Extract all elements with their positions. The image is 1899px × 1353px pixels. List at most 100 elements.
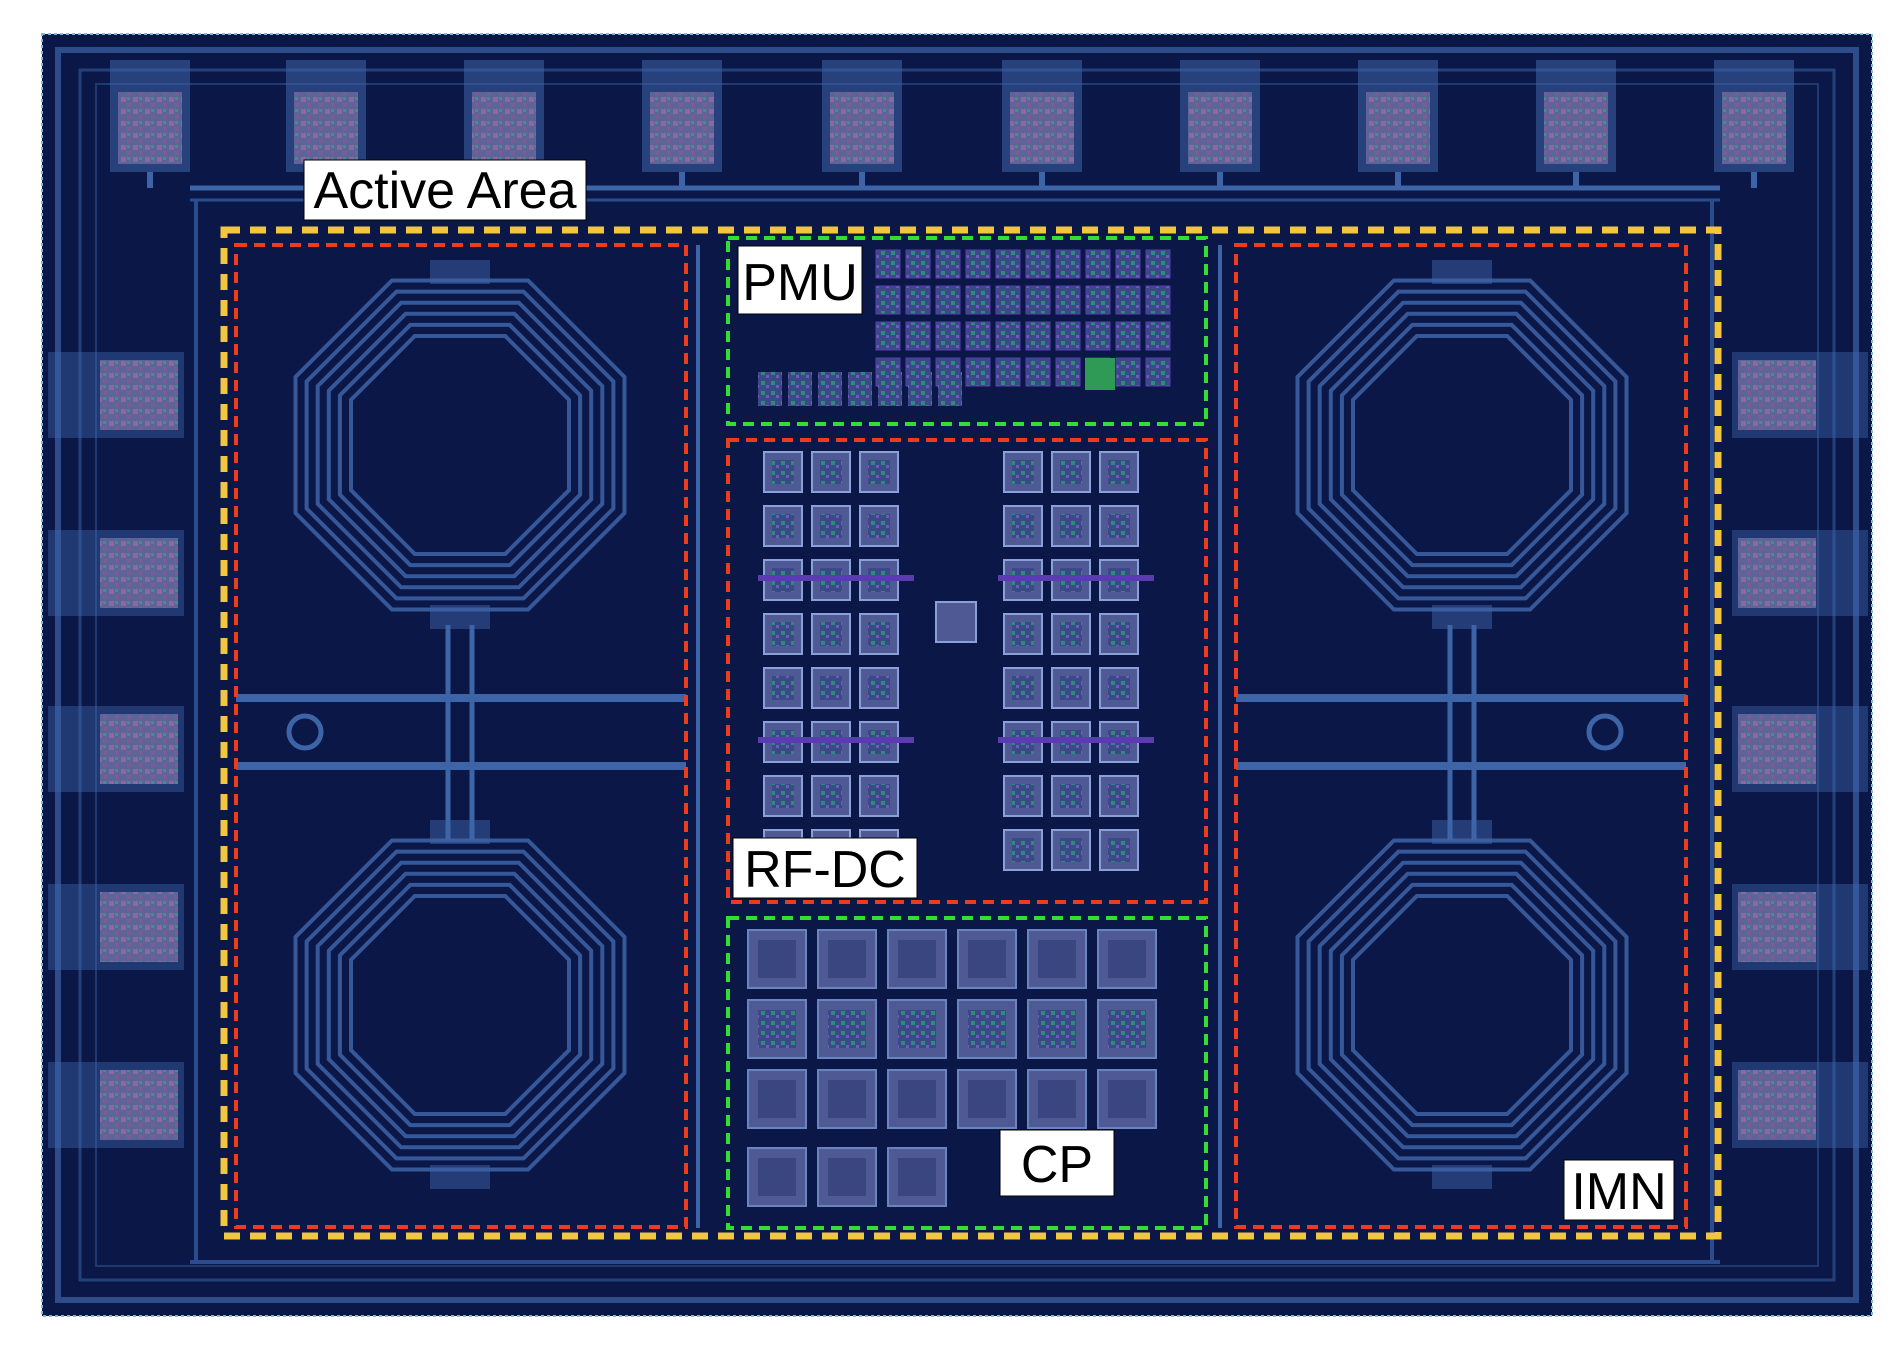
inductor-turn — [304, 289, 616, 601]
pmu-cell — [905, 321, 931, 351]
inductor-turn — [1306, 849, 1618, 1161]
bond-pad-top — [830, 92, 894, 164]
rectifier-cell-core — [1060, 622, 1082, 646]
cp-cell-core — [1038, 1080, 1076, 1118]
bond-pad-right — [1738, 1070, 1816, 1140]
pmu-cell — [1145, 249, 1171, 279]
pmu-cell — [965, 357, 991, 387]
rectifier-cell-core — [1060, 460, 1082, 484]
pmu-cell — [875, 321, 901, 351]
rectifier-cell-core — [772, 676, 794, 700]
bond-pad-left — [100, 714, 178, 784]
rectifier-cell-core — [1108, 838, 1130, 862]
seal-ring — [55, 47, 1859, 1303]
rectifier-cell — [1099, 451, 1139, 493]
pmu-cell — [965, 285, 991, 315]
interconnect-wiring — [236, 245, 1686, 1228]
inductor-turn — [1306, 289, 1618, 601]
inductor-underpass — [1432, 605, 1492, 629]
bond-pad-left — [100, 538, 178, 608]
inductor-turn — [337, 322, 583, 568]
pmu-cell — [1055, 357, 1081, 387]
inductor-turn — [315, 300, 605, 590]
bond-pad-right — [1738, 714, 1816, 784]
cp-cells — [747, 929, 1157, 1207]
pmu-cell — [1055, 249, 1081, 279]
rectifier-cell-core — [820, 514, 842, 538]
pmu-cell — [1145, 321, 1171, 351]
inductor-turn — [1317, 860, 1607, 1150]
rectifier-cell-core — [1012, 784, 1034, 808]
cp-cell-core — [898, 940, 936, 978]
active-area-label-text: Active Area — [313, 162, 576, 220]
cp-cell-core — [898, 1080, 936, 1118]
pmu-cell — [995, 285, 1021, 315]
pmu-cap — [1085, 358, 1115, 390]
pmu-cell — [848, 372, 872, 406]
inductor-underpass — [1432, 1165, 1492, 1189]
cp-label-text: CP — [1021, 1136, 1093, 1194]
pmu-cell — [1115, 285, 1141, 315]
pmu-cell — [758, 372, 782, 406]
inductor-turn — [326, 871, 594, 1139]
pmu-cell — [1085, 285, 1111, 315]
imn-label: IMN — [1563, 1159, 1675, 1221]
cp-cell-core — [1108, 1080, 1146, 1118]
pmu-label-text: PMU — [742, 254, 858, 312]
pmu-cell — [875, 249, 901, 279]
rectifier-cell-core — [868, 784, 890, 808]
cp-cell-core — [828, 1158, 866, 1196]
pmu-cell — [995, 357, 1021, 387]
bond-pads — [48, 60, 1868, 1148]
bond-pad-top — [472, 92, 536, 164]
rectifier-cell-core — [1012, 514, 1034, 538]
imn-left-outline — [234, 243, 688, 1229]
rectifier-cell-core — [1060, 676, 1082, 700]
bond-pad-left — [100, 1070, 178, 1140]
cp-cell-core — [758, 940, 796, 978]
inductor-turn — [337, 882, 583, 1128]
bond-pad-right — [1738, 360, 1816, 430]
active-area-label: Active Area — [303, 159, 587, 221]
rectifier-cell — [811, 775, 851, 817]
rectifier-cell-core — [1108, 676, 1130, 700]
pmu-cell — [1025, 357, 1051, 387]
rectifier-cell-core — [1108, 460, 1130, 484]
rectifier-cell — [1003, 775, 1043, 817]
via-ring — [286, 713, 324, 751]
pmu-cell — [905, 249, 931, 279]
inductor-underpass — [430, 260, 490, 284]
inductor-turn — [1328, 311, 1596, 579]
rectifier-cell-core — [820, 676, 842, 700]
pmu-cell — [1145, 285, 1171, 315]
inductor-turn — [315, 860, 605, 1150]
rectifier-cell — [859, 451, 899, 493]
rf-dc-outline — [726, 438, 1208, 904]
rectifier-cell-core — [1060, 838, 1082, 862]
pmu-cell — [905, 285, 931, 315]
rectifier-cell-core — [772, 622, 794, 646]
cp-cell-core — [968, 1080, 1006, 1118]
inductor-underpass — [430, 605, 490, 629]
cp-cell-core — [1038, 940, 1076, 978]
cp-cell-core — [1108, 1010, 1146, 1048]
rectifier-cell-core — [868, 460, 890, 484]
pmu-cell — [995, 321, 1021, 351]
cp-cell-core — [968, 940, 1006, 978]
rf-dc-label: RF-DC — [732, 837, 918, 899]
inductor-turn — [304, 849, 616, 1161]
pmu-cell — [935, 321, 961, 351]
rectifier-cell-core — [1012, 460, 1034, 484]
rectifier-cell-core — [1012, 622, 1034, 646]
cp-cell-core — [898, 1158, 936, 1196]
bond-pad-left — [100, 892, 178, 962]
inductor-underpass — [1432, 820, 1492, 844]
pmu-cell — [965, 321, 991, 351]
rectifier-cell-core — [1108, 784, 1130, 808]
cp-cell-core — [758, 1010, 796, 1048]
cp-cell-core — [828, 1080, 866, 1118]
pmu-cell — [935, 285, 961, 315]
rectifier-center-cell — [935, 601, 977, 643]
inductor-underpass — [430, 820, 490, 844]
cp-cell-core — [828, 1010, 866, 1048]
